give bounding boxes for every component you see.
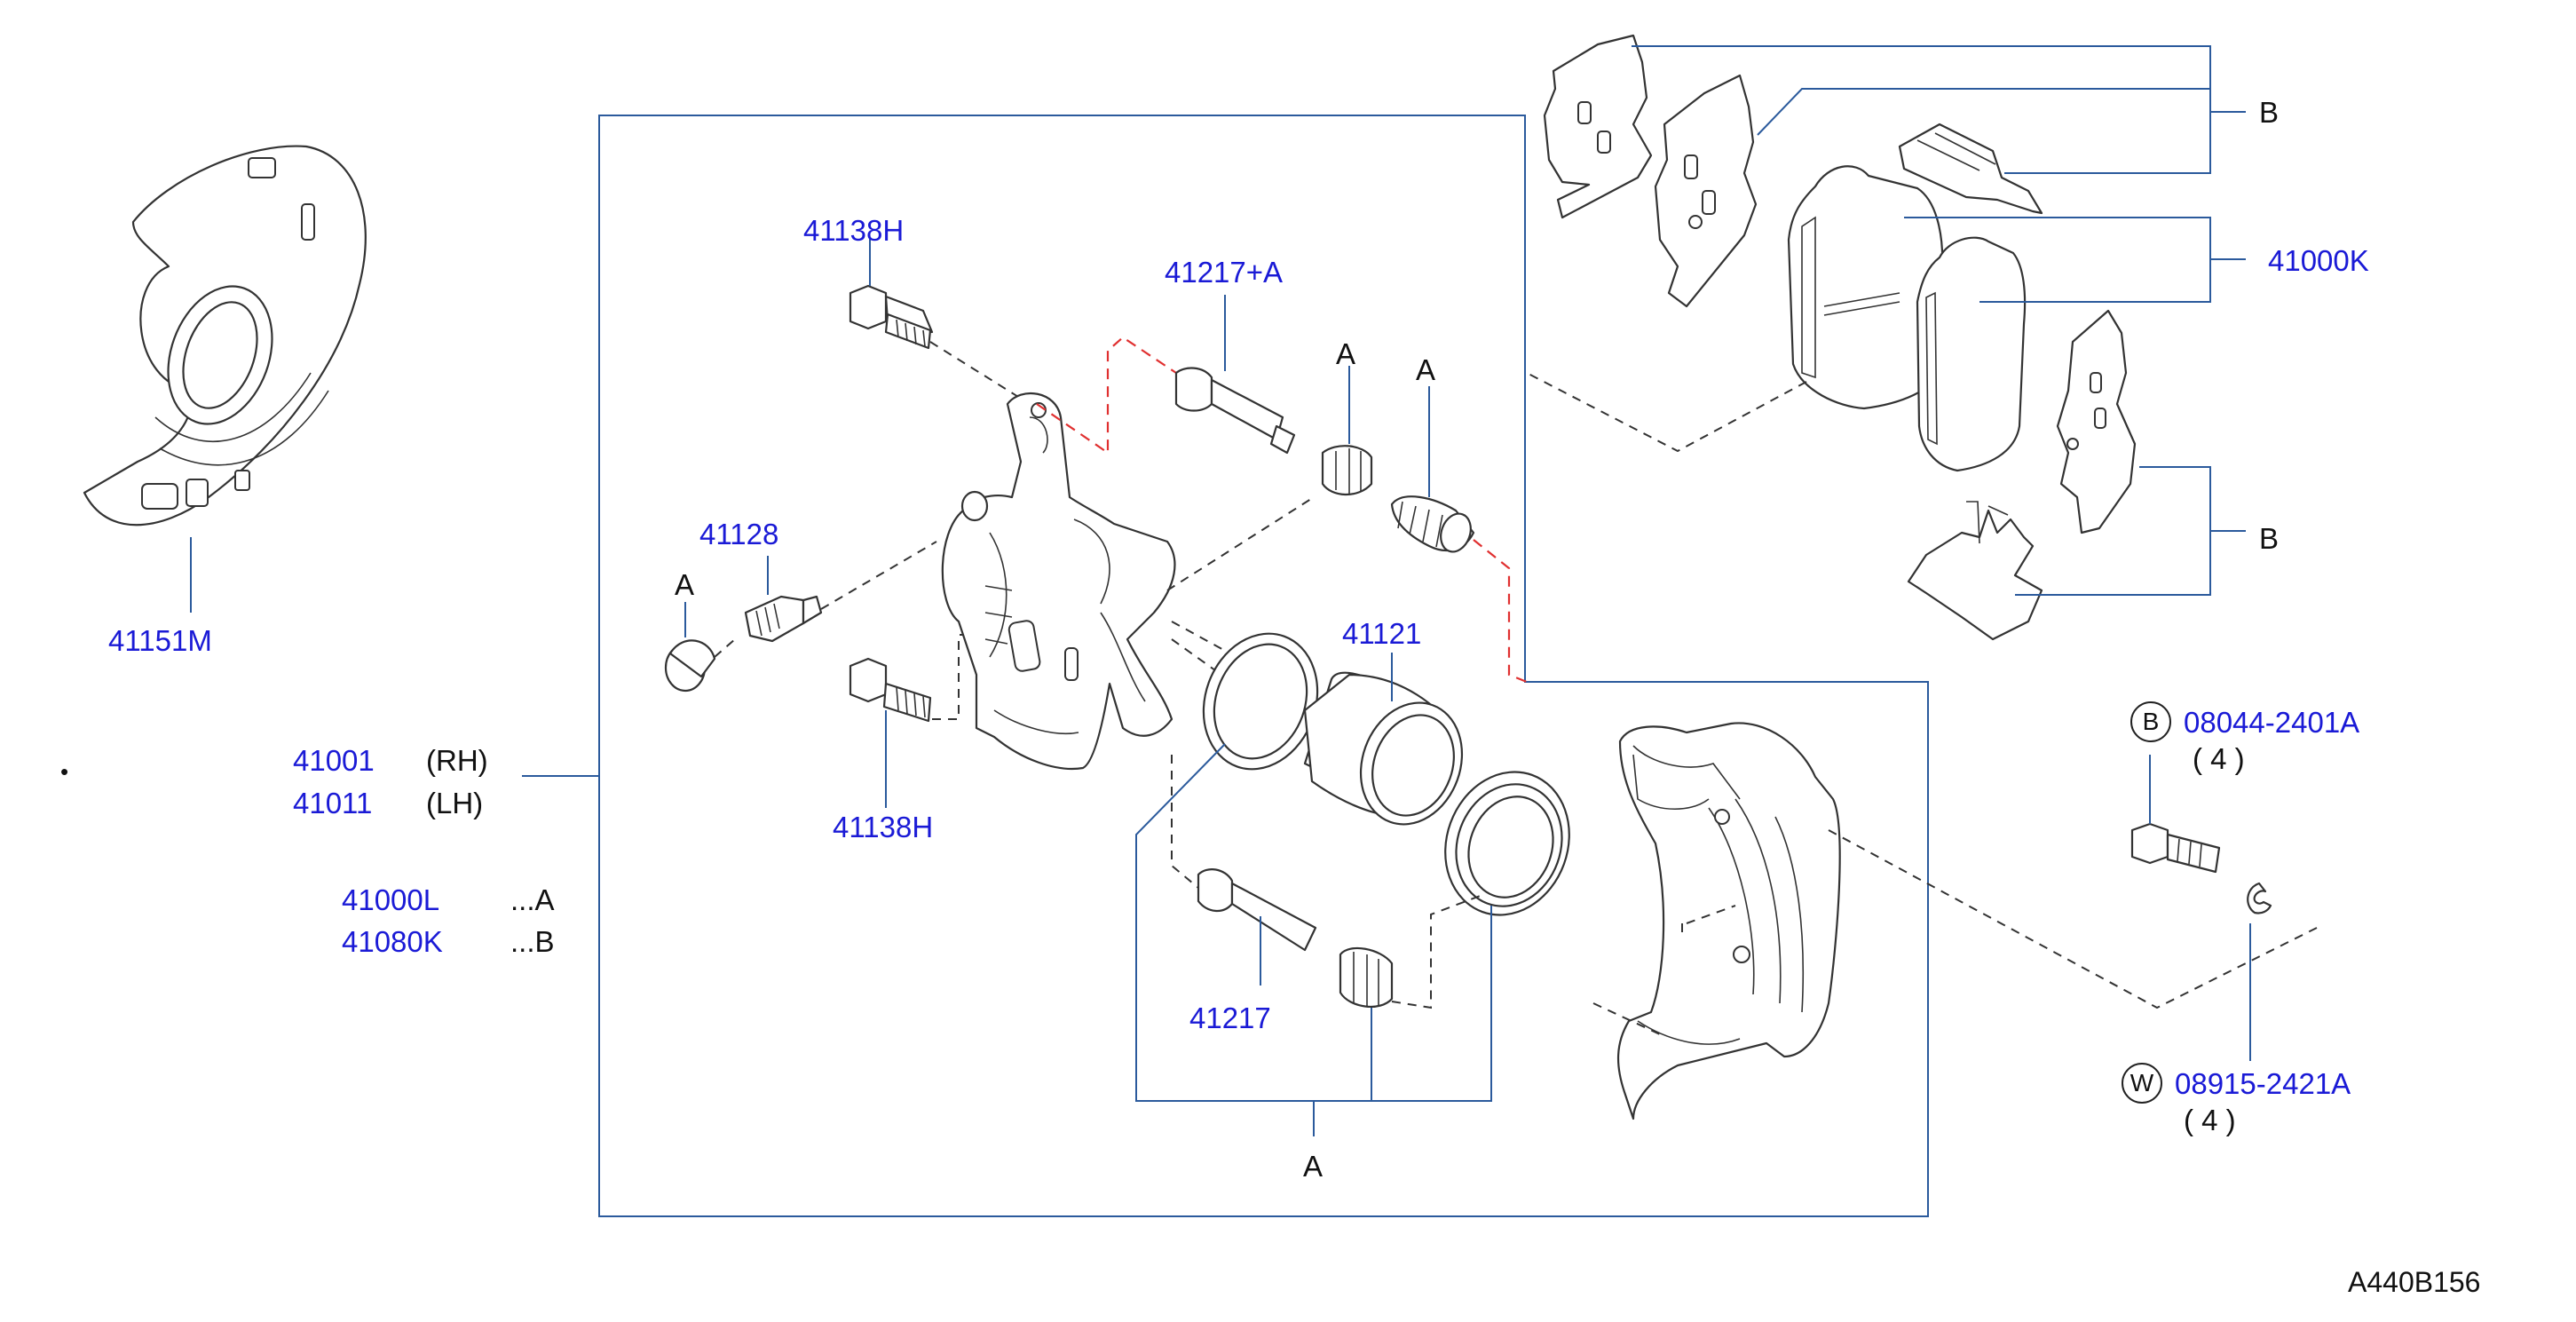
upper-bolt-drawing xyxy=(849,238,1038,409)
assembly-frame xyxy=(598,115,1929,1217)
upper-guide-pin-drawing xyxy=(1174,295,1296,455)
upper-shims-leader xyxy=(1632,45,2246,174)
piston-dust-boot-drawing xyxy=(1444,771,1570,916)
label-rh-side: (RH) xyxy=(426,744,488,777)
bullet-mark: • xyxy=(60,758,69,785)
label-lh-side: (LH) xyxy=(426,787,484,819)
label-kit-a-ref: ...A xyxy=(510,883,555,916)
pads-leader xyxy=(1904,217,2246,303)
label-washer-code: 08915-2421A xyxy=(2175,1067,2351,1100)
mounting-bracket-drawing xyxy=(1592,722,2318,1120)
lower-shims-drawing xyxy=(1907,309,2246,641)
label-upper-pin: 41217+A xyxy=(1165,256,1284,289)
lower-bolt-drawing xyxy=(849,634,1047,808)
label-kit-b-code: 41080K xyxy=(342,925,443,958)
label-kit-a-code: 41000L xyxy=(342,883,440,916)
label-lower-pin: 41217 xyxy=(1189,1001,1271,1034)
lower-shims-leader xyxy=(2015,466,2246,596)
diagram-id: A440B156 xyxy=(2348,1266,2481,1298)
piston-drawing xyxy=(1303,653,1464,826)
label-piston: 41121 xyxy=(1342,617,1422,650)
ref-a-cap: A xyxy=(675,568,695,601)
label-kit-b-ref: ...B xyxy=(510,925,555,958)
label-lh-code: 41011 xyxy=(293,787,373,819)
upper-boot-drawing xyxy=(1321,366,1373,496)
label-bolt-code: 08044-2401A xyxy=(2184,706,2360,739)
label-bolt-qty: ( 4 ) xyxy=(2193,742,2245,775)
brake-pads-drawing xyxy=(1526,165,2246,472)
bolt-badge: B xyxy=(2130,701,2171,742)
lower-guide-pin-drawing xyxy=(1171,755,1317,986)
ref-a-seal-group: A xyxy=(1303,1150,1324,1183)
washer-badge: W xyxy=(2122,1063,2162,1104)
label-washer-qty: ( 4 ) xyxy=(2184,1104,2236,1136)
label-shield: 41151M xyxy=(108,624,212,657)
ref-a-boot: A xyxy=(1336,337,1356,370)
pin-bellows-drawing xyxy=(1390,386,1532,685)
label-upper-bolt: 41138H xyxy=(803,214,905,247)
label-lower-bolt: 41138H xyxy=(833,811,934,843)
bleeder-drawing xyxy=(664,541,937,693)
fasteners-drawing xyxy=(2130,755,2272,1061)
caliper-body-drawing xyxy=(941,336,1359,770)
label-pads: 41000K xyxy=(2268,244,2369,277)
upper-shims-drawing xyxy=(1543,34,2246,308)
seal-group-leader xyxy=(1135,743,1492,1102)
ref-b-clips: B xyxy=(2259,522,2280,555)
ref-b-shims: B xyxy=(2259,96,2280,129)
piston-seal-drawing xyxy=(1202,632,1319,771)
lower-boot-drawing xyxy=(1339,894,1483,1101)
label-rh-code: 41001 xyxy=(293,744,375,777)
label-bleeder: 41128 xyxy=(699,518,779,550)
ref-a-pin-boot: A xyxy=(1416,353,1436,386)
dust-shield-drawing xyxy=(83,145,367,613)
